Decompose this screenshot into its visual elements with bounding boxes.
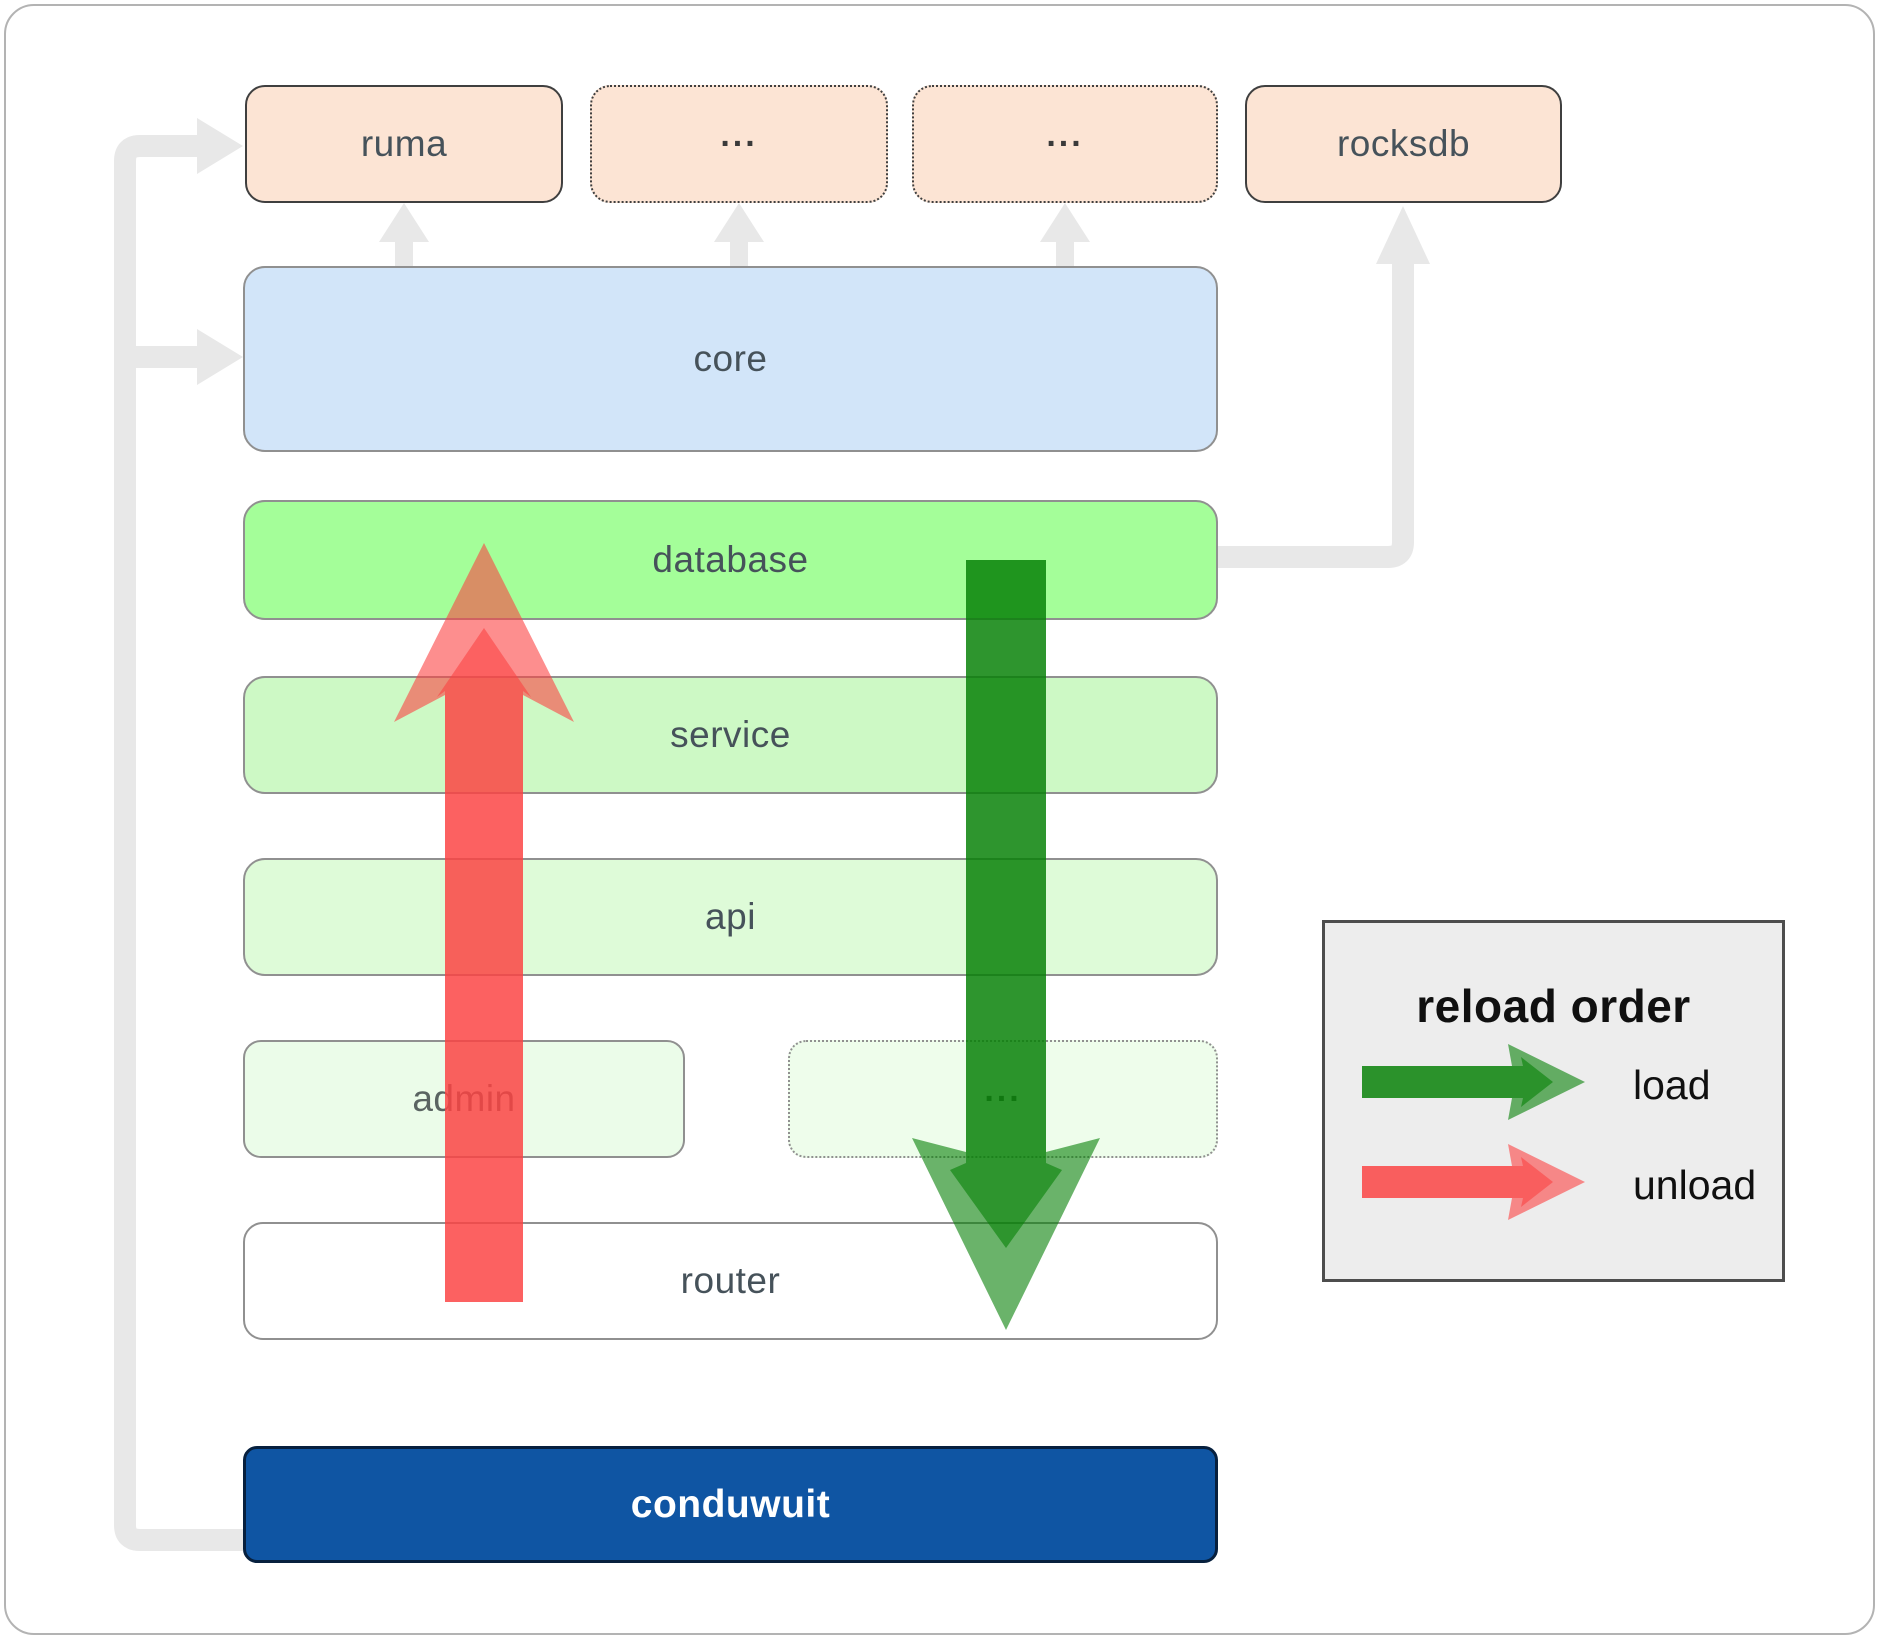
box-router: router <box>243 1222 1218 1340</box>
box-ellipsis-2-label: ... <box>1046 115 1084 154</box>
legend-unload-label: unload <box>1633 1161 1757 1208</box>
core-to-ellipsis1-arrowhead <box>714 203 764 242</box>
database-to-rocksdb-connector <box>1218 252 1414 568</box>
box-core-label: core <box>693 338 768 379</box>
legend-load-label: load <box>1633 1061 1711 1108</box>
box-service: service <box>243 676 1218 794</box>
core-to-ruma-arrowhead <box>379 203 429 242</box>
box-ellipsis-1: ... <box>590 85 888 203</box>
box-core: core <box>243 266 1218 452</box>
box-ruma: ruma <box>245 85 563 203</box>
box-api: api <box>243 858 1218 976</box>
box-ellipsis-2: ... <box>912 85 1218 203</box>
box-rocksdb: rocksdb <box>1245 85 1562 203</box>
box-ellipsis-1-label: ... <box>720 115 758 154</box>
outer-frame <box>4 4 1875 1635</box>
box-ruma-label: ruma <box>360 123 448 164</box>
arrowhead-to-rocksdb <box>1376 206 1430 264</box>
legend-title: reload order <box>1416 980 1691 1032</box>
box-database: database <box>243 500 1218 620</box>
legend-unload-arrow-icon-small <box>1362 1157 1553 1207</box>
legend: reload order load unload <box>1322 920 1785 1282</box>
arrowhead-to-ruma <box>197 118 243 174</box>
load-arrow-short <box>950 560 1062 1248</box>
box-api-label: api <box>705 896 756 937</box>
box-conduwuit: conduwuit <box>243 1446 1218 1563</box>
legend-load-arrow-icon-small <box>1362 1057 1553 1107</box>
box-router-label: router <box>680 1260 781 1301</box>
arrowhead-to-core <box>197 329 243 385</box>
conduwuit-feedback-connector <box>114 135 243 1551</box>
box-service-label: service <box>670 714 791 755</box>
core-to-ellipsis2-arrowhead <box>1040 203 1090 242</box>
box-rocksdb-label: rocksdb <box>1336 123 1471 164</box>
box-database-label: database <box>652 539 809 580</box>
box-conduwuit-label: conduwuit <box>630 1482 831 1526</box>
unload-arrow-short <box>437 628 531 1302</box>
